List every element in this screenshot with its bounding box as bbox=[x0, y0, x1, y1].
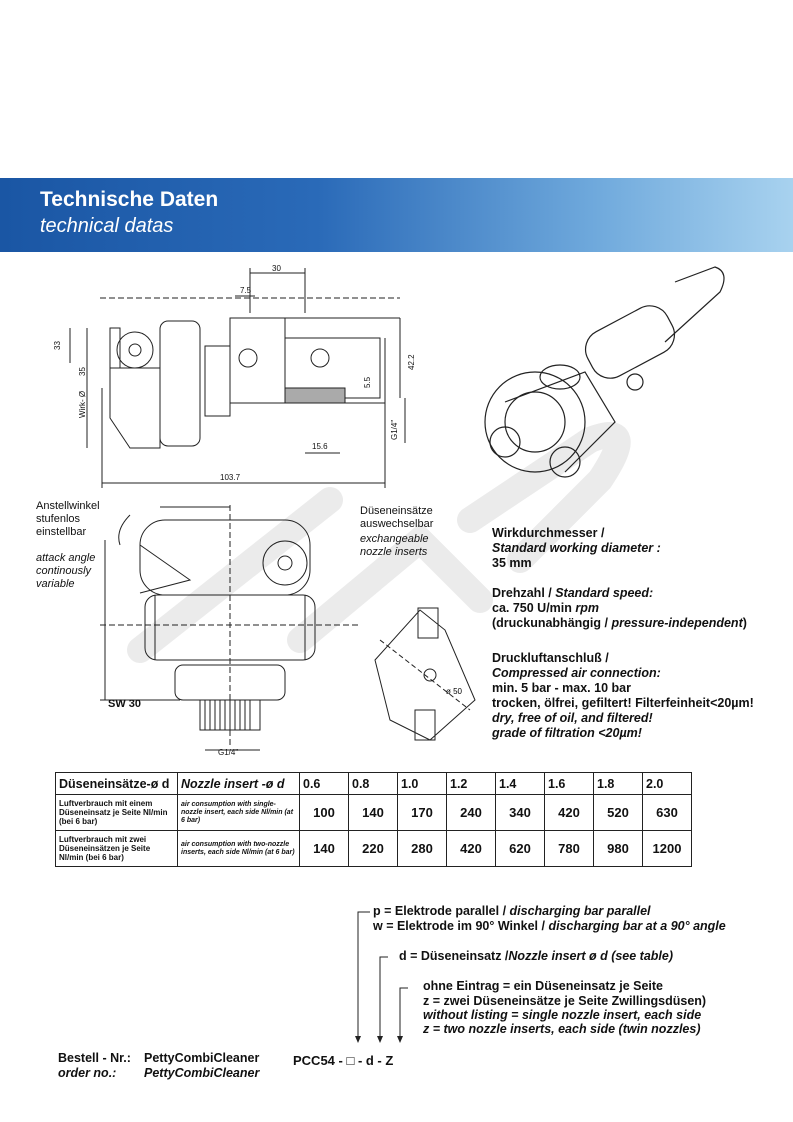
dim-33: 33 bbox=[53, 341, 62, 350]
attack-angle-label-de: Anstellwinkel stufenlos einstellbar bbox=[36, 500, 100, 538]
order-code-placeholder-box: □ bbox=[346, 1053, 355, 1068]
nozzle-inserts-label-en: exchangeable nozzle inserts bbox=[360, 533, 429, 558]
page-title: Technische Daten bbox=[40, 188, 219, 211]
table-header-size: 0.6 bbox=[299, 772, 349, 795]
table-cell: 420 bbox=[446, 830, 496, 867]
dim-g14-vertical: G1/4" bbox=[390, 420, 399, 440]
table-cell: 1200 bbox=[642, 830, 692, 867]
dim-15-6: 15.6 bbox=[312, 442, 328, 451]
attack-angle-label-en: attack angle continously variable bbox=[36, 552, 96, 590]
table-cell: 280 bbox=[397, 830, 447, 867]
dim-42-2: 42.2 bbox=[407, 354, 416, 370]
spec-speed: Drehzahl / Standard speed: ca. 750 U/min… bbox=[492, 586, 747, 630]
dim-phi-50: ø 50 bbox=[446, 687, 463, 696]
table-cell-label-en: air consumption with two-nozzle inserts,… bbox=[177, 830, 300, 867]
spec-diameter: Wirkdurchmesser / Standard working diame… bbox=[492, 526, 661, 570]
product-name-en: PettyCombiCleaner bbox=[144, 1066, 260, 1080]
order-legend-z4: z = two nozzle inserts, each side (twin … bbox=[423, 1022, 701, 1036]
isometric-view-drawing bbox=[484, 266, 725, 478]
order-legend-w: w = Elektrode im 90° Winkel / dischargin… bbox=[373, 919, 726, 933]
front-view-drawing: 64 SW 30 G1/4" ø d bbox=[100, 505, 360, 757]
table-cell: 420 bbox=[544, 794, 594, 831]
product-name-de: PettyCombiCleaner bbox=[144, 1051, 260, 1065]
order-label-en: order no.: bbox=[58, 1066, 117, 1080]
table-header-de: Düseneinsätze-ø d bbox=[55, 772, 178, 795]
table-header-row: Düseneinsätze-ø d Nozzle insert -ø d 0.6… bbox=[55, 772, 692, 795]
dim-30: 30 bbox=[272, 264, 281, 273]
table-cell: 170 bbox=[397, 794, 447, 831]
table-header-size: 0.8 bbox=[348, 772, 398, 795]
header-banner: Technische Daten technical datas bbox=[0, 178, 793, 252]
table-cell: 340 bbox=[495, 794, 545, 831]
dim-wirk: Wirk- Ø bbox=[78, 391, 87, 418]
table-header-size: 1.6 bbox=[544, 772, 594, 795]
order-legend-p: p = Elektrode parallel / discharging bar… bbox=[373, 904, 651, 918]
table-cell: 620 bbox=[495, 830, 545, 867]
table-cell: 100 bbox=[299, 794, 349, 831]
table-cell-label-de: Luftverbrauch mit zwei Düseneinsätzen je… bbox=[55, 830, 178, 867]
table-cell: 630 bbox=[642, 794, 692, 831]
table-cell: 140 bbox=[299, 830, 349, 867]
table-row: Luftverbrauch mit zwei Düseneinsätzen je… bbox=[55, 830, 692, 867]
dim-35: 35 bbox=[78, 367, 87, 376]
table-cell: 240 bbox=[446, 794, 496, 831]
order-label-de: Bestell - Nr.: bbox=[58, 1051, 131, 1065]
side-view-drawing: 30 7.5 33 35 Wirk- Ø 42.2 5.5 G1/4" 15.6… bbox=[53, 264, 416, 488]
table-header-size: 1.2 bbox=[446, 772, 496, 795]
table-cell-label-de: Luftverbrauch mit einem Düseneinsatz je … bbox=[55, 794, 178, 831]
table-cell: 520 bbox=[593, 794, 643, 831]
order-legend-d: d = Düseneinsatz /Nozzle insert ø d (see… bbox=[399, 949, 674, 963]
nozzle-inserts-label-de: Düseneinsätze auswechselbar bbox=[360, 505, 434, 530]
table-cell: 980 bbox=[593, 830, 643, 867]
table-header-size: 1.8 bbox=[593, 772, 643, 795]
table-row: Luftverbrauch mit einem Düseneinsatz je … bbox=[55, 794, 692, 831]
table-cell-label-en: air consumption with single-nozzle inser… bbox=[177, 794, 300, 831]
table-cell: 780 bbox=[544, 830, 594, 867]
nozzle-data-table: Düseneinsätze-ø d Nozzle insert -ø d 0.6… bbox=[55, 772, 692, 867]
order-legend-z3: without listing = single nozzle insert, … bbox=[423, 1008, 702, 1022]
dim-103-7: 103.7 bbox=[220, 473, 241, 482]
table-header-en: Nozzle insert -ø d bbox=[177, 772, 300, 795]
dim-5-5: 5.5 bbox=[363, 376, 372, 388]
order-code: PCC54 - □ - d - Z bbox=[293, 1053, 394, 1068]
dim-7-5: 7.5 bbox=[240, 286, 252, 295]
spec-air-connection: Druckluftanschluß / Compressed air conne… bbox=[492, 651, 754, 740]
order-code-brackets bbox=[355, 911, 408, 1043]
page-subtitle: technical datas bbox=[40, 215, 174, 237]
rotated-view-drawing: ø 50 bbox=[374, 607, 476, 741]
dim-sw30: SW 30 bbox=[108, 698, 141, 710]
table-header-size: 1.0 bbox=[397, 772, 447, 795]
table-header-size: 1.4 bbox=[495, 772, 545, 795]
table-header-size: 2.0 bbox=[642, 772, 692, 795]
dim-g14: G1/4" bbox=[218, 748, 238, 757]
table-cell: 140 bbox=[348, 794, 398, 831]
table-cell: 220 bbox=[348, 830, 398, 867]
order-legend-z1: ohne Eintrag = ein Düseneinsatz je Seite bbox=[423, 979, 663, 993]
order-legend-z2: z = zwei Düseneinsätze je Seite Zwilling… bbox=[423, 994, 707, 1008]
dim-phi-d: ø d bbox=[185, 505, 205, 506]
